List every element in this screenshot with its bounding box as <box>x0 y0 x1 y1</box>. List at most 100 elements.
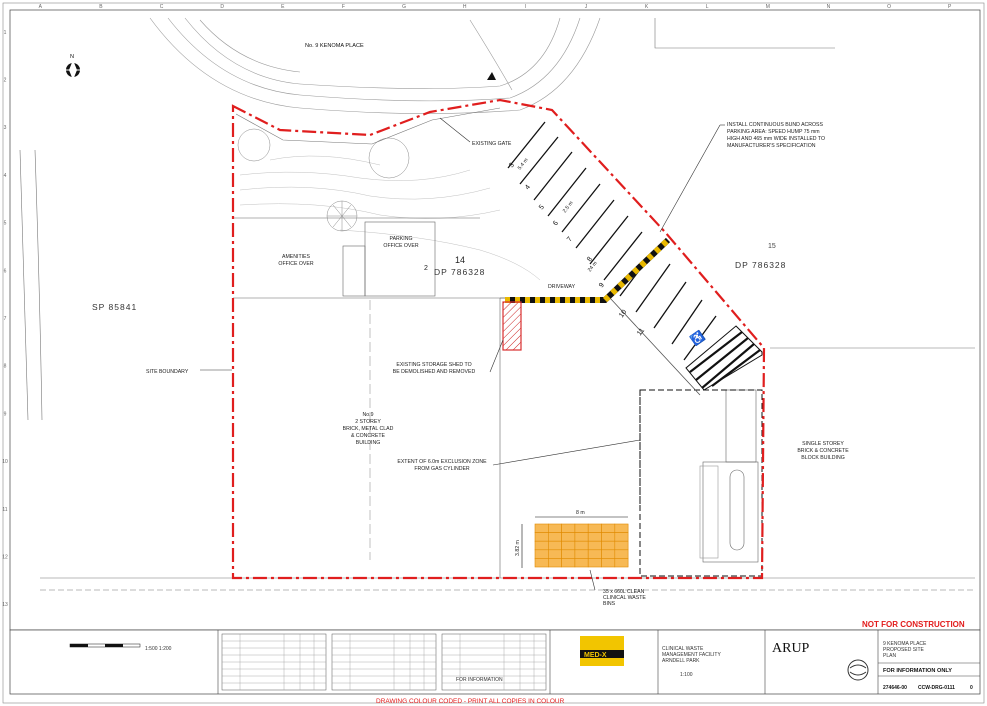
scale-text: 1:500 1:200 <box>145 646 172 652</box>
parking-dim-b: 2.5 m <box>562 200 575 214</box>
north-label: N <box>70 54 74 60</box>
bins-note: 35 x 660L CLEAN CLINICAL WASTE BINS <box>603 589 646 607</box>
grid-col-I: I <box>525 4 526 10</box>
status: FOR INFORMATION ONLY <box>883 668 952 674</box>
parking-number: 5 <box>538 204 546 211</box>
north-arrow: N <box>63 54 83 80</box>
neighbour-sp-west: SP 85841 <box>92 302 137 312</box>
east-building-label: SINGLE STOREY BRICK & CONCRETE BLOCK BUI… <box>797 441 849 461</box>
grid-col-O: O <box>887 4 891 10</box>
parking-number: 8 <box>586 256 594 263</box>
grid-col-C: C <box>160 4 164 10</box>
sheet-border-inner <box>9 9 981 631</box>
main-building-label: No.9 2 STOREY BRICK, METAL CLAD & CONCRE… <box>343 412 394 446</box>
drawing-title-line-2: PROPOSED SITE <box>883 647 925 653</box>
waste-bin <box>561 558 576 568</box>
waste-bin <box>574 549 589 559</box>
bund-line-2: PARKING AREA: SPEED HUMP 75 mm <box>727 129 820 135</box>
waste-bin <box>574 532 589 542</box>
waste-bin <box>587 523 602 533</box>
not-for-construction: NOT FOR CONSTRUCTION <box>862 620 965 629</box>
waste-bin <box>614 558 629 568</box>
clinical-waste-bins <box>534 523 629 568</box>
street-label: No. 9 KENOMA PLACE <box>305 43 364 49</box>
driveway-label: DRIVEWAY <box>548 284 576 290</box>
road-context <box>149 17 601 114</box>
parking-number: 11 <box>636 327 646 337</box>
bund-line-4: MANUFACTURER'S SPECIFICATION <box>727 143 816 149</box>
parking-dim-c: 24 m <box>587 260 599 273</box>
grid-col-E: E <box>281 4 285 10</box>
grid-col-H: H <box>463 4 467 10</box>
parking-office-line-2: OFFICE OVER <box>383 243 418 249</box>
grid-row-2: 2 <box>4 78 7 84</box>
waste-bin <box>534 549 549 559</box>
waste-bin <box>587 540 602 551</box>
storage-shed <box>502 301 522 351</box>
waste-bin <box>587 549 602 559</box>
parking-office-line-1: PARKING <box>390 236 413 242</box>
parking-number: 10 <box>618 309 628 320</box>
waste-bin <box>574 523 589 533</box>
waste-bin <box>574 558 589 568</box>
waste-bin <box>601 549 616 559</box>
bins-dim-height: 3.82 m <box>515 540 521 556</box>
exclusion-line-1: EXTENT OF 6.0m EXCLUSION ZONE <box>397 459 487 465</box>
parking-number: 7 <box>566 236 574 243</box>
waste-bin <box>601 523 616 533</box>
waste-bin <box>547 540 562 551</box>
contour-lines <box>239 155 541 281</box>
grid-row-5: 5 <box>4 221 7 227</box>
amenities-label: AMENITIES OFFICE OVER <box>278 254 313 267</box>
grid-row-4: 4 <box>4 173 7 179</box>
amenities-line-2: OFFICE OVER <box>278 261 313 267</box>
parking-number: 6 <box>552 220 560 227</box>
scale-label: 1:100 <box>680 672 693 678</box>
amenities-line-1: AMENITIES <box>282 254 310 260</box>
waste-bin <box>547 558 562 568</box>
bund-line-3: HIGH AND 465 mm WIDE INSTALLED TO <box>727 136 825 142</box>
east-building-line-1: SINGLE STOREY <box>802 441 844 447</box>
neighbour-dp-east: DP 786328 <box>735 260 786 270</box>
job-title-line-1: CLINICAL WASTE <box>662 646 704 652</box>
drawing-number: CCW-DRG-0111 <box>918 685 955 691</box>
parking-number: 9 <box>598 282 606 289</box>
grid-col-M: M <box>766 4 770 10</box>
bins-dim-width: 8 m <box>576 510 585 516</box>
waste-bin <box>614 540 629 551</box>
storage-shed-note: EXISTING STORAGE SHED TO BE DEMOLISHED A… <box>393 362 476 375</box>
speed-hump-bund <box>505 237 671 303</box>
waste-bin <box>547 532 562 542</box>
waste-bin <box>547 549 562 559</box>
grid-col-J: J <box>585 4 588 10</box>
grid-col-G: G <box>402 4 406 10</box>
storage-shed-line-1: EXISTING STORAGE SHED TO <box>396 362 471 368</box>
drawing-title-line-1: 9 KENOMA PLACE <box>883 641 927 647</box>
job-title-line-2: MANAGEMENT FACILITY <box>662 652 721 658</box>
waste-bin <box>561 540 576 551</box>
num-2: 2 <box>424 265 428 272</box>
waste-bin <box>614 532 629 542</box>
main-building-line-4: & CONCRETE <box>351 433 386 439</box>
neighbour-lines <box>19 18 975 591</box>
waste-bin <box>601 558 616 568</box>
waste-bin <box>561 523 576 533</box>
exclusion-zone-note: EXTENT OF 6.0m EXCLUSION ZONE FROM GAS C… <box>397 459 487 472</box>
waste-bin <box>614 523 629 533</box>
waste-bin <box>534 558 549 568</box>
grid-row-1: 1 <box>4 30 7 36</box>
parking-number: 4 <box>524 184 532 191</box>
for-information-label: FOR INFORMATION <box>456 677 503 683</box>
title-block: 1:500 1:200 FOR INFORMATION MED-X CLINIC… <box>9 629 981 695</box>
accessible-bay-hatch <box>685 325 763 391</box>
job-title-line-3: ARNDELL PARK <box>662 658 700 664</box>
grid-col-D: D <box>220 4 224 10</box>
site-boundary-label: SITE BOUNDARY <box>146 369 189 375</box>
grid-row-7: 7 <box>4 316 7 322</box>
waste-bin <box>561 532 576 542</box>
existing-gate-label: EXISTING GATE <box>472 141 512 147</box>
